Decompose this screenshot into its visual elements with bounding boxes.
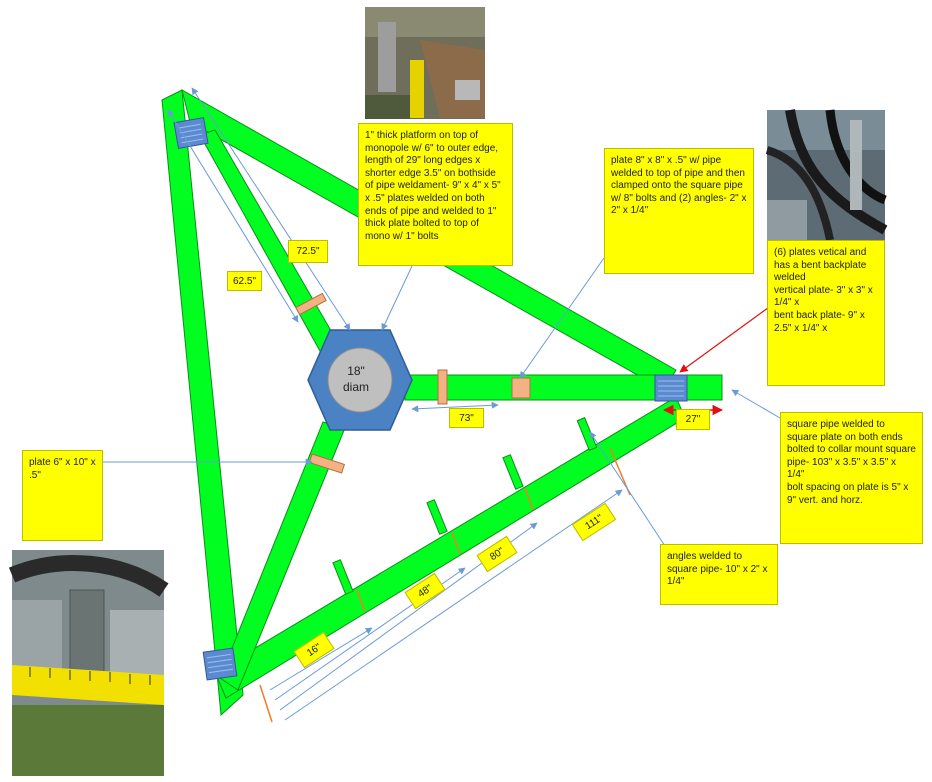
six-plates-note: (6) plates vetical and has a bent backpl…: [767, 240, 885, 386]
right-cable-photo: [765, 109, 888, 241]
dimension-72-5: 72.5": [288, 240, 328, 263]
orange-ticks: [259, 447, 631, 723]
bottom-left-photo: [8, 550, 169, 776]
angle-bracket: [502, 454, 524, 490]
hub-label-line2: diam: [343, 380, 369, 394]
plate-right-spoke-1: [437, 369, 448, 405]
angle-bracket: [426, 499, 448, 535]
dimension-73: 73": [449, 408, 484, 428]
dimension-27: 27": [676, 409, 710, 430]
angles-note: angles welded to square pipe- 10" x 2" x…: [660, 544, 778, 605]
red-callout-arrow: [679, 304, 773, 373]
top-bracket-photo: [365, 7, 485, 119]
bolt-plate-right: [654, 374, 688, 402]
dimension-62-5: 62.5": [227, 271, 262, 291]
angle-brackets: [332, 417, 598, 595]
plate-right-spoke-2: [511, 377, 531, 399]
square-pipe-note: square pipe welded to square plate on bo…: [780, 412, 923, 544]
plate-6x10-note: plate 6" x 10" x .5": [22, 450, 103, 541]
hub-label-line1: 18": [347, 364, 365, 378]
angle-bracket: [576, 417, 598, 451]
callout-arrows: [103, 257, 781, 547]
hub-circle: [327, 347, 393, 413]
platform-note: 1" thick platform on top of monopole w/ …: [358, 123, 513, 266]
angle-bracket: [332, 559, 354, 595]
bolt-plate-bottom-left: [202, 647, 238, 681]
bolt-plate-top-left: [173, 117, 209, 149]
plate-lower-spoke: [308, 453, 346, 474]
plate-8x8-note: plate 8" x 8" x .5" w/ pipe welded to to…: [604, 148, 754, 274]
